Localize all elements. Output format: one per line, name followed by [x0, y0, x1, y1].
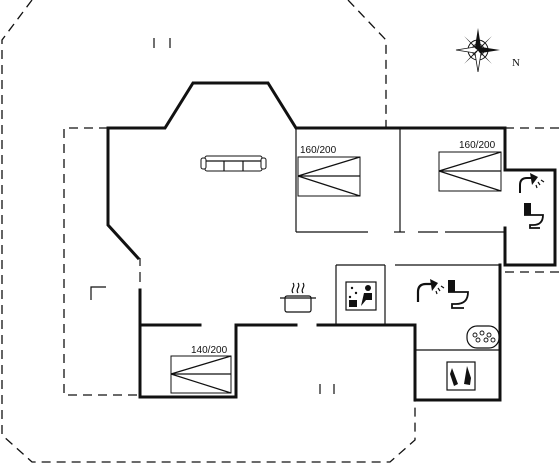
compass-rose-icon [455, 28, 500, 73]
spa-whirlpool-icon [466, 325, 500, 349]
single-bed-icon [170, 355, 232, 394]
utility-room-icon [446, 361, 476, 391]
bed-size-label: 160/200 [459, 140, 496, 151]
double-bed-icon [438, 151, 502, 192]
sauna-icon [345, 281, 377, 311]
walls [106, 81, 557, 402]
toilet-icon [448, 280, 469, 309]
double-bed-icon [297, 156, 361, 197]
interior-partitions [139, 128, 505, 351]
north-label: N [512, 57, 520, 69]
stairs-icon [90, 286, 106, 300]
fireplace-icon [153, 38, 171, 48]
cooking-pot-icon [280, 282, 316, 313]
shower-icon [519, 173, 545, 193]
fireplace-icon [319, 384, 335, 394]
toilet-icon [524, 203, 544, 229]
bed-size-label: 140/200 [191, 345, 228, 356]
shower-icon [416, 279, 445, 302]
sofa-icon [200, 155, 267, 172]
bed-size-label: 160/200 [300, 145, 337, 156]
